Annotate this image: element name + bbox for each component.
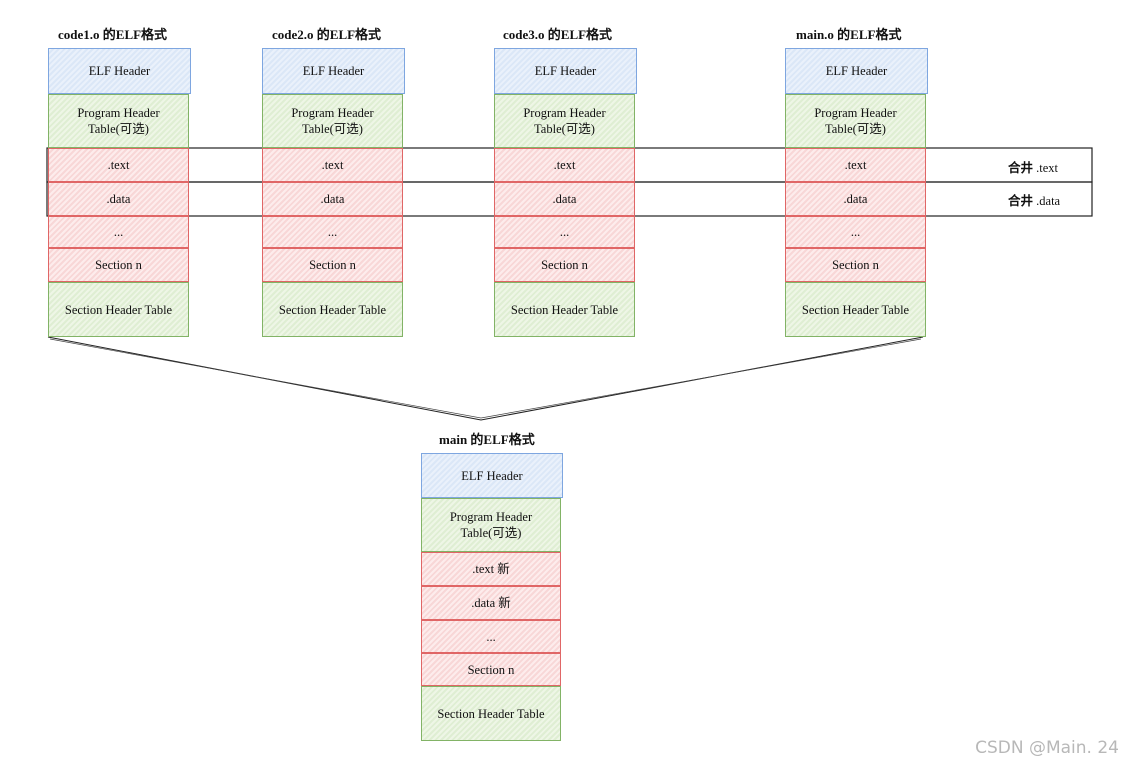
merge-text-label-bold: 合井 [1008,160,1034,175]
program-header-cell: Program Header Table(可选) [785,94,926,148]
data-section-cell: .data [494,182,635,216]
section-n-cell: Section n [262,248,403,282]
result-ellipsis-cell: ... [421,620,561,653]
text-section-cell: .text [48,148,189,182]
result-section-header-table-cell: Section Header Table [421,686,561,741]
result-data-section-cell: .data 新 [421,586,561,620]
data-section-cell: .data [262,182,403,216]
merge-data-label-bold: 合井 [1008,193,1034,208]
ellipsis-cell: ... [494,216,635,248]
program-header-cell: Program Header Table(可选) [262,94,403,148]
text-section-cell: .text [494,148,635,182]
stack-title-main-o: main.o 的ELF格式 [796,27,902,42]
ellipsis-cell: ... [785,216,926,248]
stack-title-code3: code3.o 的ELF格式 [503,27,613,42]
result-text-section-cell: .text 新 [421,552,561,586]
data-section-cell: .data [48,182,189,216]
merge-funnel-line [47,336,924,421]
section-header-table-cell: Section Header Table [494,282,635,337]
section-header-table-cell: Section Header Table [785,282,926,337]
section-header-table-cell: Section Header Table [262,282,403,337]
result-title: main 的ELF格式 [439,432,535,447]
merge-funnel-line-sketch [49,338,922,419]
ellipsis-cell: ... [262,216,403,248]
merge-text-label: 合井 .text [1008,157,1058,176]
section-n-cell: Section n [785,248,926,282]
section-n-cell: Section n [48,248,189,282]
merge-data-label-name: .data [1036,194,1061,208]
program-header-cell: Program Header Table(可选) [494,94,635,148]
watermark: CSDN @Main. 24 [975,738,1119,758]
merge-text-label-name: .text [1036,161,1059,175]
ellipsis-cell: ... [48,216,189,248]
elf-header-cell: ELF Header [262,48,405,94]
text-section-cell: .text [785,148,926,182]
result-section-n-cell: Section n [421,653,561,686]
elf-header-cell: ELF Header [48,48,191,94]
stack-title-code2: code2.o 的ELF格式 [272,27,382,42]
elf-header-cell: ELF Header [785,48,928,94]
elf-header-cell: ELF Header [494,48,637,94]
section-header-table-cell: Section Header Table [48,282,189,337]
result-program-header-cell: Program Header Table(可选) [421,498,561,552]
section-n-cell: Section n [494,248,635,282]
text-section-cell: .text [262,148,403,182]
result-elf-header-cell: ELF Header [421,453,563,498]
data-section-cell: .data [785,182,926,216]
stack-title-code1: code1.o 的ELF格式 [58,27,168,42]
program-header-cell: Program Header Table(可选) [48,94,189,148]
merge-data-label: 合井 .data [1008,190,1060,209]
